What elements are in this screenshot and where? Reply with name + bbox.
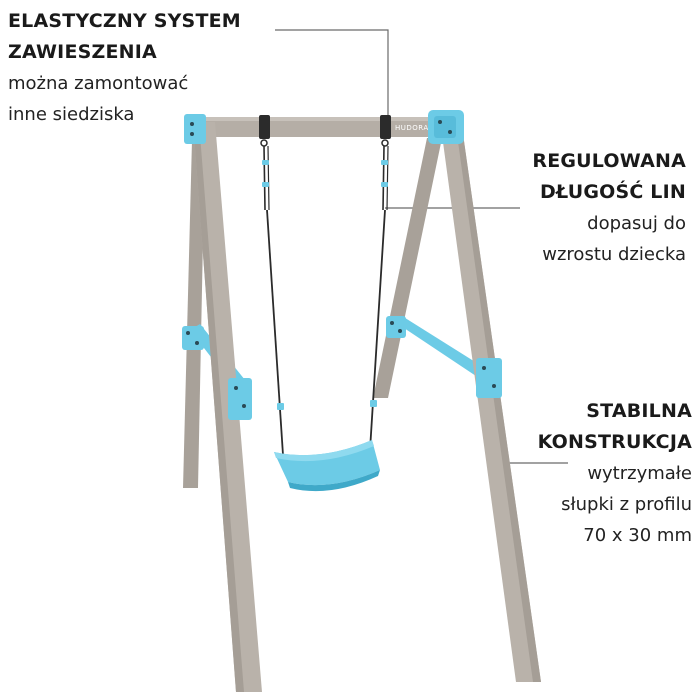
- callout-construction: STABILNA KONSTRUKCJA wytrzymałe słupki z…: [462, 396, 692, 551]
- right-brace: [395, 316, 488, 380]
- swing-seat: [274, 440, 380, 492]
- callout-rope-title-1: REGULOWANA: [532, 150, 686, 172]
- right-hanger: [380, 115, 391, 147]
- top-right-bracket: [428, 110, 464, 144]
- right-brace-bracket: [386, 316, 406, 338]
- left-front-leg-shade: [193, 122, 244, 692]
- callout-suspension-desc-2: inne siedziska: [8, 104, 135, 125]
- leader-line-suspension: [275, 29, 389, 122]
- left-rope: [262, 145, 284, 456]
- callout-rope-title-2: DŁUGOŚĆ LIN: [540, 181, 686, 203]
- brand-label: HUDORA: [395, 124, 429, 132]
- left-brace-bracket: [182, 326, 204, 350]
- right-front-leg-shade: [455, 120, 541, 682]
- callout-construction-desc-3: 70 x 30 mm: [583, 525, 692, 546]
- callout-construction-desc-2: słupki z profilu: [561, 494, 692, 515]
- callout-rope-desc-2: wzrostu dziecka: [542, 244, 686, 265]
- callout-construction-title-1: STABILNA: [586, 400, 692, 422]
- right-leg-bracket: [476, 358, 502, 398]
- left-leg-bracket: [228, 378, 252, 420]
- callout-construction-desc-1: wytrzymałe: [587, 463, 692, 484]
- callout-suspension-desc-1: można zamontować: [8, 73, 189, 94]
- callout-rope-desc-1: dopasuj do: [587, 213, 686, 234]
- top-beam: [196, 117, 440, 137]
- top-left-bracket: [184, 114, 206, 144]
- left-back-leg: [183, 140, 205, 488]
- callout-rope: REGULOWANA DŁUGOŚĆ LIN dopasuj do wzrost…: [426, 146, 686, 270]
- callout-suspension-title-1: ELASTYCZNY SYSTEM: [8, 10, 241, 32]
- callout-suspension-title-2: ZAWIESZENIA: [8, 41, 157, 63]
- callout-suspension: ELASTYCZNY SYSTEM ZAWIESZENIA można zamo…: [8, 6, 288, 130]
- right-rope: [369, 145, 389, 451]
- callout-construction-title-2: KONSTRUKCJA: [537, 431, 692, 453]
